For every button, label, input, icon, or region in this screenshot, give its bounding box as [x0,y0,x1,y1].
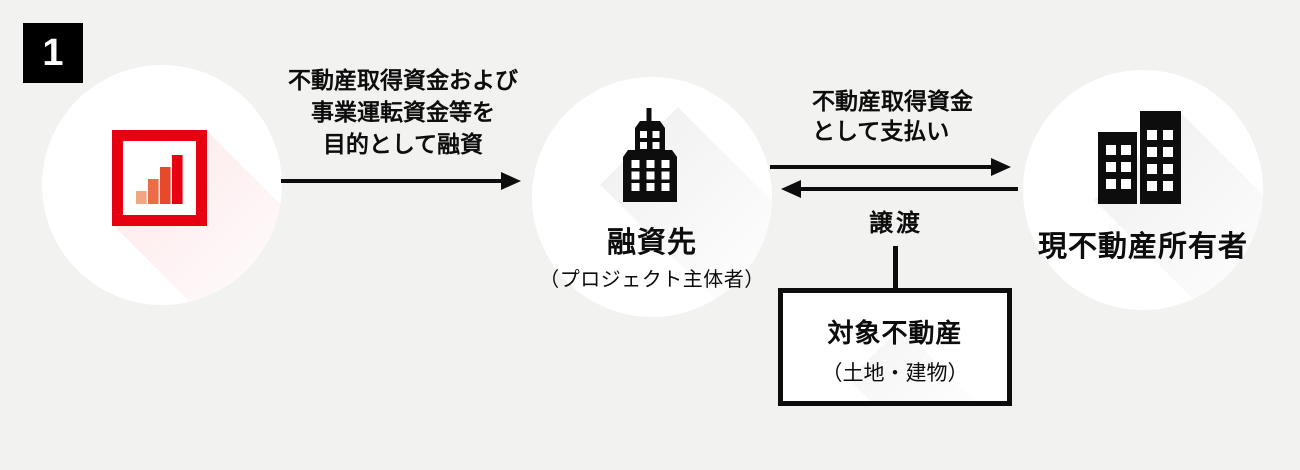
bar-chart-logo-icon [112,130,207,226]
loan-line-2: 事業運転資金等を [311,99,495,125]
loan-arrow-right [281,172,521,190]
payment-arrow-right [770,158,1011,176]
borrower-label: 融資先 [606,227,697,259]
payment-flow-label: 不動産取得資金 として支払い [812,86,973,146]
property-box: 対象不動産 （土地・建物） [778,288,1012,406]
loan-line-1: 不動産取得資金および [288,67,518,93]
step-number-badge: 1 [23,23,83,83]
city-buildings-icon [1098,111,1181,204]
transfer-arrow-left [781,180,1018,198]
office-building-icon [623,108,677,202]
loan-line-3: 目的として融資 [322,131,484,157]
transfer-label: 譲渡 [869,210,923,237]
payment-line-2: として支払い [812,118,950,144]
step-number: 1 [42,31,64,74]
loan-flow-label: 不動産取得資金および 事業運転資金等を 目的として融資 [253,64,553,160]
logo-bars [135,155,183,204]
borrower-sublabel: （プロジェクト主体者） [539,269,765,291]
property-box-subtitle: （土地・建物） [821,362,969,385]
borrower-node [532,77,772,317]
owner-node [1023,70,1263,310]
lender-node [42,65,282,305]
owner-label: 現不動産所有者 [1037,231,1248,263]
property-box-title: 対象不動産 [827,318,963,348]
transfer-connector-line [893,246,898,290]
payment-line-1: 不動産取得資金 [812,88,973,114]
